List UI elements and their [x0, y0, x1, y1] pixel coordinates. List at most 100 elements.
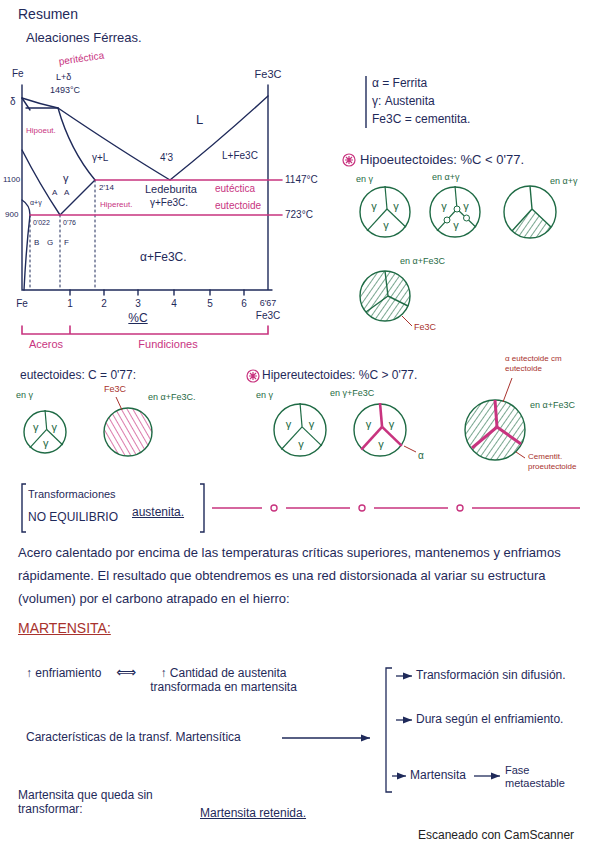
list-item: Transformación sin difusión. — [416, 668, 566, 682]
note: Características de la transf. Martensíti… — [26, 730, 241, 744]
note: Martensita retenida. — [200, 806, 306, 820]
phase-label: L+Fe3C — [222, 150, 258, 162]
list-item: Fase metaestable — [505, 764, 577, 790]
phase-label: γ+L — [92, 152, 108, 164]
grain-circle: γγγ — [359, 186, 411, 238]
grain-boundary — [380, 403, 382, 427]
note: ↑ enfriamiento — [26, 666, 101, 680]
eutectic-line — [95, 179, 282, 181]
temperature-label: 1147°C — [285, 174, 318, 186]
divider-dot — [457, 505, 463, 511]
grain-circle: γγγ — [23, 410, 67, 454]
microstructure-circle — [104, 408, 152, 456]
state-label: en α+Fe3C. — [148, 392, 195, 403]
state-label: en γ — [256, 390, 273, 401]
grain-label: γ — [453, 220, 459, 231]
watermark: Escaneado con CamScanner — [418, 828, 574, 842]
liquidus-line — [22, 96, 268, 180]
range-label: Fundiciones — [138, 338, 197, 351]
grain-label: γ — [43, 438, 49, 449]
temperature-label: 1100 — [3, 175, 20, 185]
ferrite-solvus — [22, 200, 30, 290]
grain-label: γ — [371, 201, 377, 212]
grain-boundary — [387, 209, 406, 227]
axis-title: %C — [128, 311, 147, 325]
grain-boundary — [385, 186, 387, 209]
note: ↑ Cantidad de austenita transformada en … — [136, 666, 311, 695]
phase-label: γ+Fe3C. — [150, 197, 188, 209]
legend-bracket — [365, 76, 366, 128]
grain-label: γ — [393, 201, 399, 212]
axis-ticks — [70, 290, 244, 295]
eutectoid-line — [30, 214, 282, 216]
callout-label: Fe3C — [414, 322, 436, 333]
grain-label: γ — [383, 220, 389, 231]
phase-label: α+Fe3C. — [140, 250, 187, 264]
section-heading: Hipereutectoides: %C > 0'77. — [262, 368, 417, 382]
section-heading: Transformaciones — [28, 488, 116, 501]
grain-label: γ — [286, 418, 292, 429]
arrow — [474, 775, 500, 776]
leader-line — [402, 316, 412, 326]
cementite-network — [472, 400, 521, 448]
grain-boundary — [45, 410, 47, 429]
region-name: Hipereut. — [100, 200, 132, 210]
axis-tick-label: Fe — [16, 298, 28, 310]
grain-boundary — [300, 403, 302, 427]
section-heading: austenita. — [132, 505, 184, 519]
state-label: en α+γ — [432, 172, 459, 183]
composition-guides — [30, 180, 95, 290]
divider-line — [212, 507, 580, 508]
circle-outline — [430, 187, 480, 237]
subtitle: Aleaciones Férreas. — [26, 30, 142, 46]
section-heading: Hipoeutectoides: %C < 0'77. — [360, 152, 524, 168]
grain-label: γ — [298, 438, 304, 449]
ferrite-grain — [444, 217, 450, 223]
circle-outline — [274, 404, 326, 456]
peritectic-line — [26, 107, 58, 108]
axis-tick-label: 3 — [135, 298, 141, 310]
axis-end-label: Fe3C — [255, 68, 282, 81]
axis-tick-label: 6'67 — [260, 298, 277, 309]
definition: α = Ferrita — [372, 76, 427, 90]
point-label: G — [47, 238, 53, 248]
acm-line — [60, 180, 95, 215]
section-heading: MARTENSITA: — [18, 620, 111, 637]
list-item: Martensita — [410, 768, 466, 782]
microstructure-circle — [504, 186, 556, 238]
paragraph: Acero calentado por encima de las temper… — [18, 541, 583, 610]
grain-label: γ — [366, 418, 372, 429]
grain-label: γ — [309, 418, 315, 429]
grain-boundary — [512, 186, 551, 231]
grain-boundary — [382, 427, 402, 446]
section-heading: eutectoides: C = 0'77: — [20, 368, 136, 382]
callout-label: Cementit. proeutectoide — [528, 452, 590, 471]
section-heading: NO EQUILIBRIO — [28, 510, 118, 524]
phase-label: γ — [63, 172, 69, 185]
region-name: Hipoeut. — [26, 126, 56, 136]
grain-circle: γγγ — [429, 186, 481, 238]
definition: γ: Austenita — [372, 94, 435, 108]
temperature-label: 1493°C — [50, 85, 80, 96]
leader-line — [404, 446, 416, 452]
bullet-star — [345, 156, 353, 164]
point-label: F — [64, 238, 69, 248]
line-name: eutéctica — [215, 183, 255, 195]
grain-label: γ — [463, 201, 469, 212]
grain-boundary — [457, 209, 476, 227]
diagram-axis — [22, 85, 272, 290]
grain-label: γ — [389, 418, 395, 429]
bullet-star — [249, 372, 257, 380]
callout-label: α eutectoide cm eutectoide — [505, 354, 590, 373]
grain-boundary — [302, 427, 322, 446]
ferrite-grain — [454, 206, 460, 212]
grain-circle: γγγ — [353, 403, 407, 457]
state-label: en γ — [16, 390, 33, 401]
state-label: en α+Fe3C — [400, 256, 445, 267]
state-label: en γ+Fe3C — [330, 388, 374, 399]
circle-outline — [24, 411, 66, 453]
grain-label: γ — [378, 438, 384, 449]
point-label: A — [52, 188, 57, 198]
axis-tick-label: 4 — [171, 298, 177, 310]
